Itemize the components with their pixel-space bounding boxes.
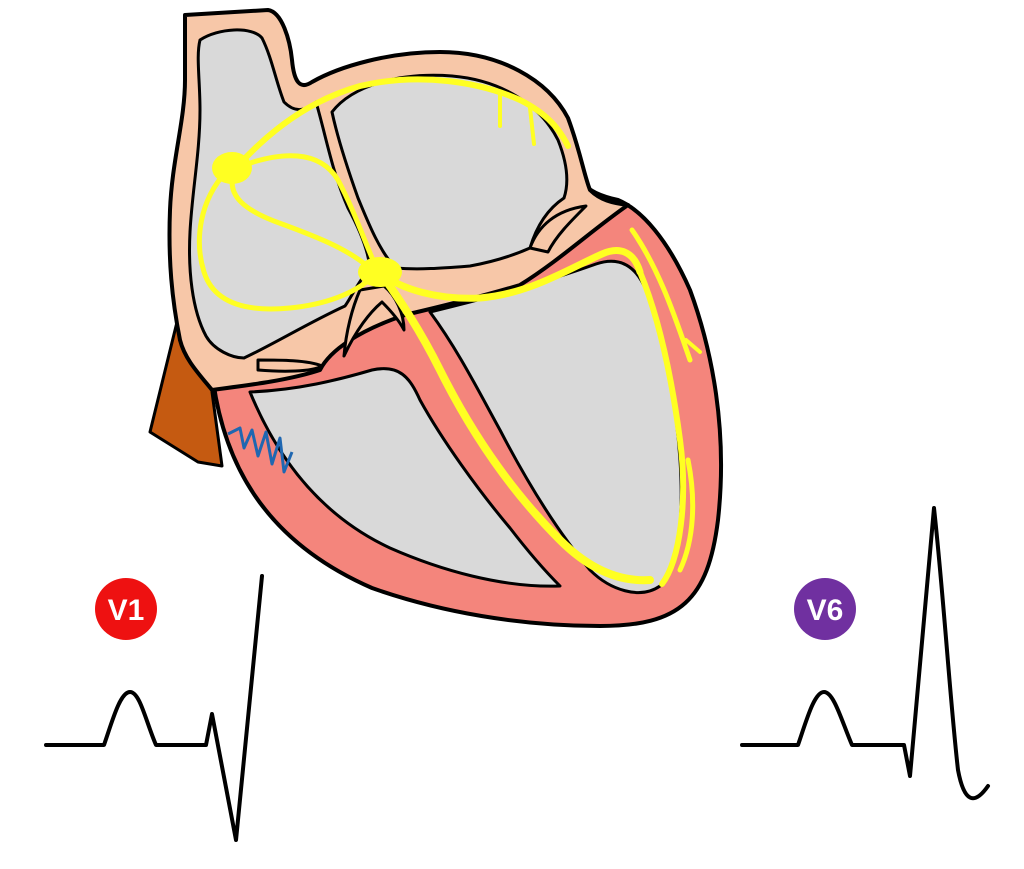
mitral-valve-flap [528,204,588,254]
purkinje-twig-3 [684,338,702,354]
internodal-pathway-posterior [196,169,377,312]
septal-valve-cusp [342,284,406,358]
right-ventricle-chamber [248,367,562,588]
purkinje-lateral-lower [677,457,696,573]
sinoatrial-node [212,152,252,184]
lead-badge-v6: V6 [794,578,856,640]
conduction-system [196,76,702,587]
atrioventricular-node [358,257,402,287]
internodal-pathway-anterior [233,153,381,275]
lead-label-v6: V6 [807,594,844,627]
lead-badge-v1-circle [95,578,157,640]
purkinje-twig-2 [528,106,536,146]
bachmann-bundle [233,76,571,171]
left-bundle-lateral [637,269,687,587]
right-atrium-chamber [188,28,372,360]
ecg-trace-v1 [44,574,264,842]
lead-badge-v6-circle [794,578,856,640]
lead-label-v1: V1 [108,594,145,627]
ecg-trace-v6 [740,506,990,801]
left-bundle-branch-upper [376,247,644,302]
tricuspid-valve-flap [256,358,324,373]
purkinje-lateral-branch [629,227,693,363]
lead-badge-v1: V1 [95,578,157,640]
conduction-block-zigzag [227,426,294,474]
internodal-pathway-middle [229,165,375,273]
right-bundle-branch [376,268,654,585]
